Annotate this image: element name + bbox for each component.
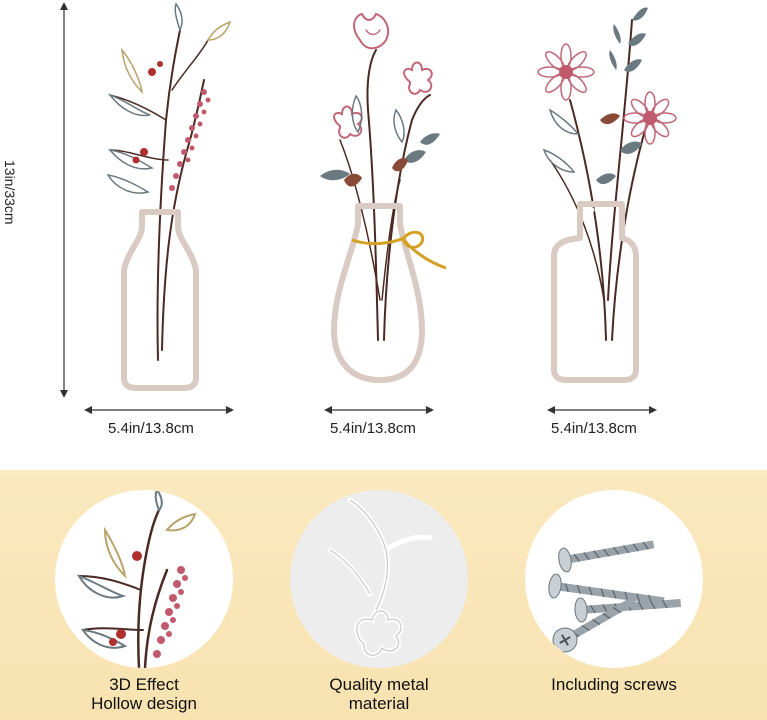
feature-label-metal-material: Quality metal material <box>289 675 469 713</box>
feature-label-line2: material <box>348 694 410 713</box>
product-dimensions-panel: 13in/33cm <box>2 2 677 437</box>
width-arrow-3 <box>547 406 657 414</box>
vase-illustration-3 <box>537 7 677 383</box>
width-label-1: 5.4in/13.8cm <box>108 420 194 437</box>
feature-label-line2: Hollow design <box>91 694 197 713</box>
feature-label-line1: Quality metal <box>329 675 429 694</box>
feature-label-3d-effect: 3D Effect Hollow design <box>54 675 234 713</box>
vase-illustration-2 <box>320 12 447 383</box>
feature-label-screws: Including screws <box>524 675 704 694</box>
feature-label-line1: Including screws <box>551 675 677 694</box>
height-arrow <box>60 2 68 398</box>
feature-image-metal-material <box>290 490 468 668</box>
width-arrow-2 <box>324 406 434 414</box>
height-label: 13in/33cm <box>2 160 18 225</box>
feature-label-line1: 3D Effect <box>109 675 179 694</box>
width-arrow-1 <box>84 406 234 414</box>
feature-image-screws <box>525 490 703 668</box>
width-label-3: 5.4in/13.8cm <box>551 420 637 437</box>
features-panel: 3D Effect Hollow design Quality metal ma… <box>0 470 767 720</box>
feature-image-3d-effect <box>55 490 233 668</box>
vase-illustration-1 <box>106 2 232 391</box>
width-label-2: 5.4in/13.8cm <box>330 420 416 437</box>
